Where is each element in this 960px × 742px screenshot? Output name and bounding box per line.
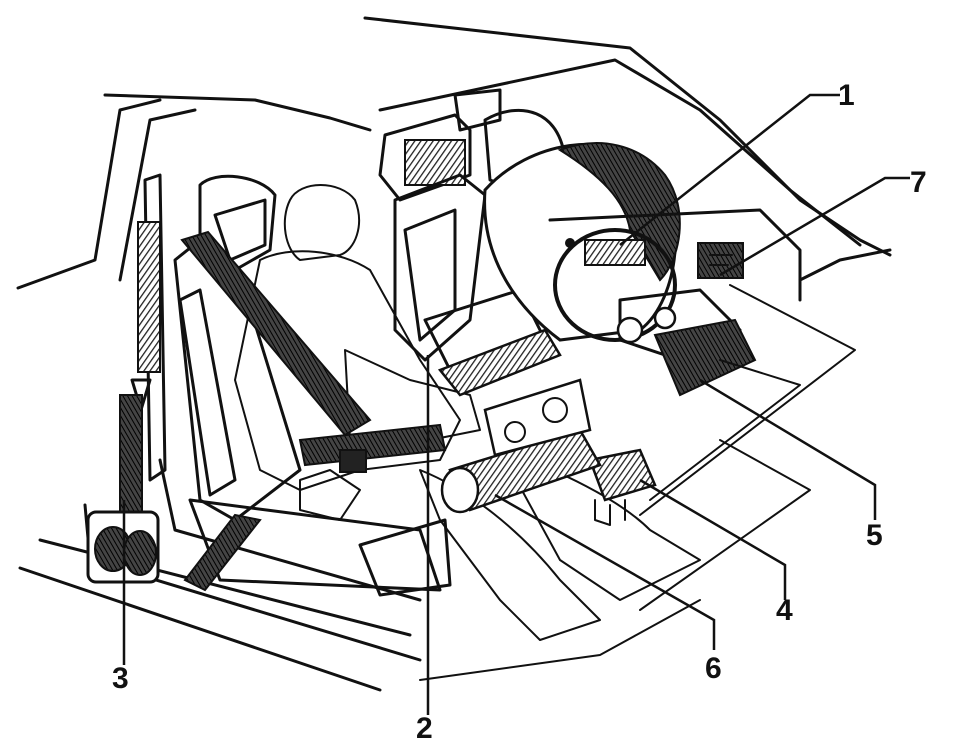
callout-1: 1	[838, 79, 855, 112]
airbag-warning-lamp	[697, 242, 744, 279]
leader-lines	[122, 93, 910, 715]
callout-3: 3	[112, 662, 129, 695]
callout-labels: 1 2 3 4 5 6 7	[112, 79, 927, 742]
seat-belt-webbing	[180, 230, 447, 592]
airbag-control-unit	[588, 448, 657, 526]
passenger-airbag-module	[653, 318, 757, 397]
callout-2: 2	[416, 712, 433, 742]
rear-passenger-seat	[378, 88, 567, 202]
callout-6: 6	[705, 652, 722, 685]
callout-4: 4	[776, 594, 793, 627]
center-console-module	[437, 328, 592, 457]
wiring-harness	[419, 284, 856, 681]
callout-7: 7	[910, 166, 927, 199]
b-pillar	[119, 173, 167, 526]
steering-wheel-airbag	[483, 142, 681, 342]
callout-5: 5	[866, 519, 883, 552]
